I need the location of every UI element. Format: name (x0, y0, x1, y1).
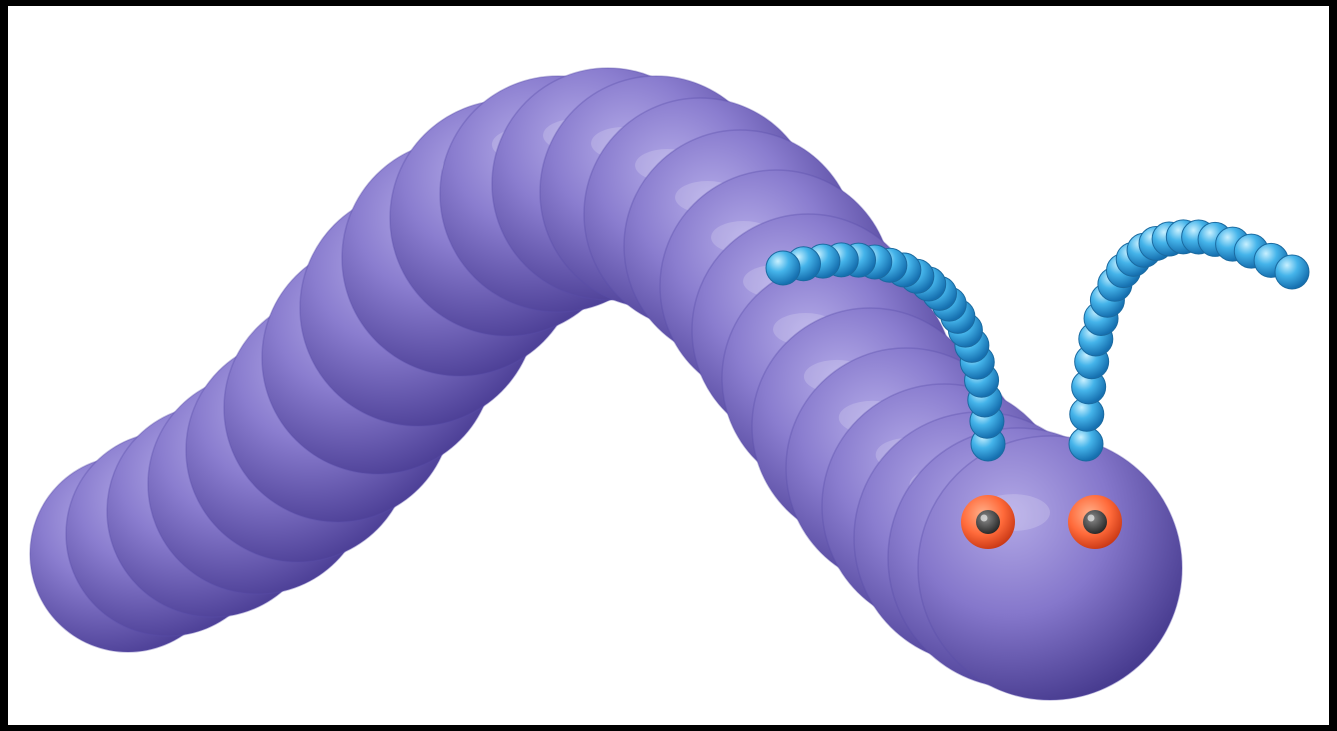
head (917, 435, 1183, 701)
pupil-highlight (980, 514, 988, 522)
antenna-bead (1274, 254, 1310, 290)
pupil (976, 510, 1000, 534)
pupil-highlight (1087, 514, 1095, 522)
image-frame (8, 6, 1329, 725)
right-eye (1068, 495, 1122, 549)
caterpillar-illustration (29, 67, 1310, 701)
left-eye (961, 495, 1015, 549)
caterpillar-face (961, 495, 1122, 549)
right-antenna (1068, 219, 1310, 462)
caterpillar-antennae (765, 219, 1310, 462)
antenna-bead (1068, 426, 1104, 462)
antenna-bead (765, 250, 801, 286)
left-antenna (765, 242, 1006, 462)
pupil (1083, 510, 1107, 534)
caterpillar-body (29, 67, 1183, 701)
